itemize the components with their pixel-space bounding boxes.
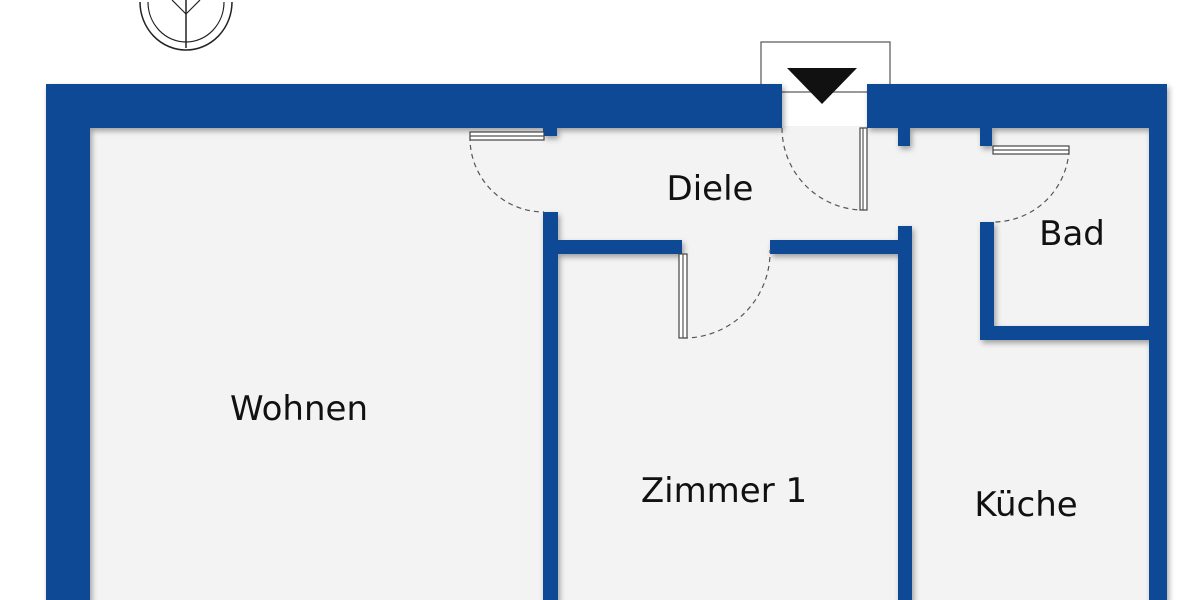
room-label-wohnen: Wohnen	[230, 389, 368, 429]
room-label-kueche: Küche	[974, 485, 1077, 525]
floor-area	[88, 126, 1153, 600]
room-label-bad: Bad	[1039, 214, 1105, 254]
door-entrance	[781, 127, 868, 211]
door-bad	[992, 145, 1070, 223]
room-label-diele: Diele	[667, 169, 754, 209]
compass-icon	[139, 0, 233, 51]
entrance-marker	[760, 41, 891, 104]
entrance-triangle-icon	[787, 68, 857, 104]
room-label-zimmer1: Zimmer 1	[641, 471, 807, 511]
door-zimmer1	[678, 249, 771, 339]
walls	[46, 84, 1167, 600]
door-wohnen	[469, 131, 545, 213]
